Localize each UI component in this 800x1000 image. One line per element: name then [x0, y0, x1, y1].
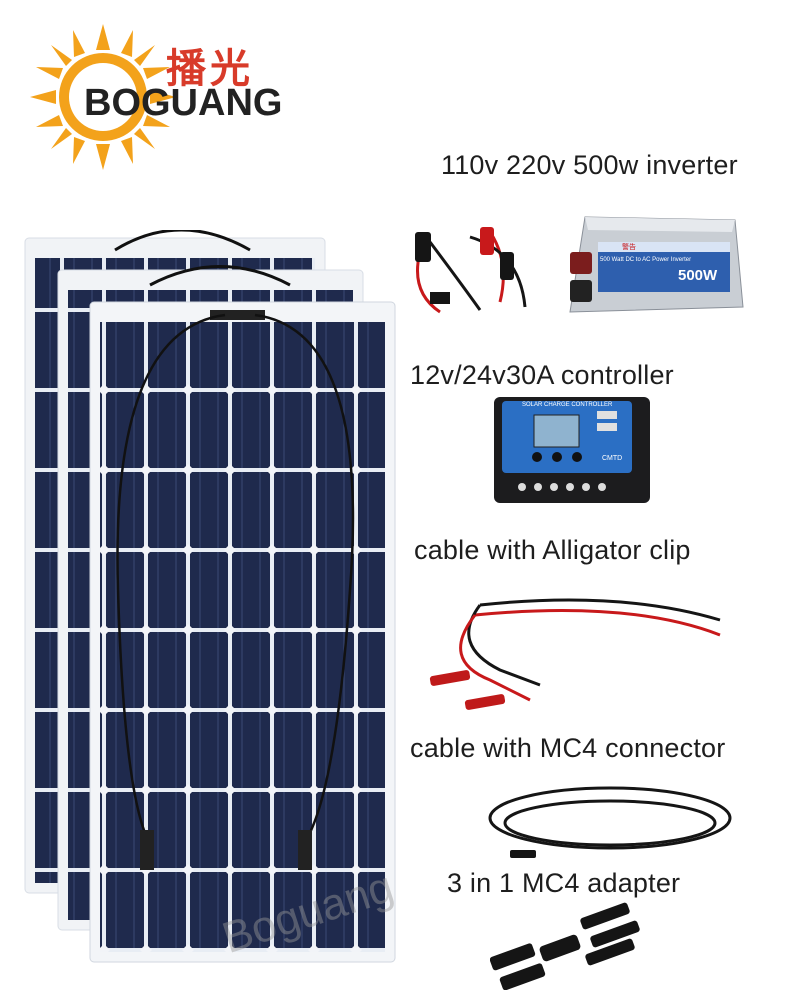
- solar-panel-front: [89, 301, 396, 963]
- mc4-cable-label: cable with MC4 connector: [410, 733, 726, 763]
- controller-brand: CMTD: [602, 455, 623, 462]
- solar-panels: [24, 230, 396, 963]
- inverter-label: 110v 220v 500w inverter: [441, 150, 738, 180]
- alligator-clip-cable: [429, 598, 721, 710]
- brand-chinese-name: 播光: [166, 46, 254, 92]
- adapter-label: 3 in 1 MC4 adapter: [447, 868, 681, 898]
- inverter-model-line: 500 Watt DC to AC Power Inverter: [600, 257, 692, 263]
- sun-logo-icon: [30, 24, 176, 170]
- alligator-clip-cable-set: [415, 227, 527, 314]
- charge-controller: SOLAR CHARGE CONTROLLER CMTD: [492, 395, 652, 505]
- alligator-cable-label: cable with Alligator clip: [414, 535, 691, 565]
- inverter-rating: 500W: [678, 267, 718, 284]
- power-inverter: 警告 500 Watt DC to AC Power Inverter 500W: [560, 212, 745, 322]
- controller-label: 12v/24v30A controller: [410, 360, 674, 390]
- inverter-body: [569, 216, 744, 313]
- brand-name: BOGUANG: [84, 82, 283, 124]
- mc4-adapter: [490, 902, 640, 990]
- brand-logo: 播光 BOGUANG: [28, 22, 282, 172]
- controller-body: [494, 397, 650, 503]
- controller-title: SOLAR CHARGE CONTROLLER: [522, 402, 613, 408]
- mc4-connector-cable: [488, 786, 732, 858]
- inverter-warning: 警告: [622, 244, 636, 251]
